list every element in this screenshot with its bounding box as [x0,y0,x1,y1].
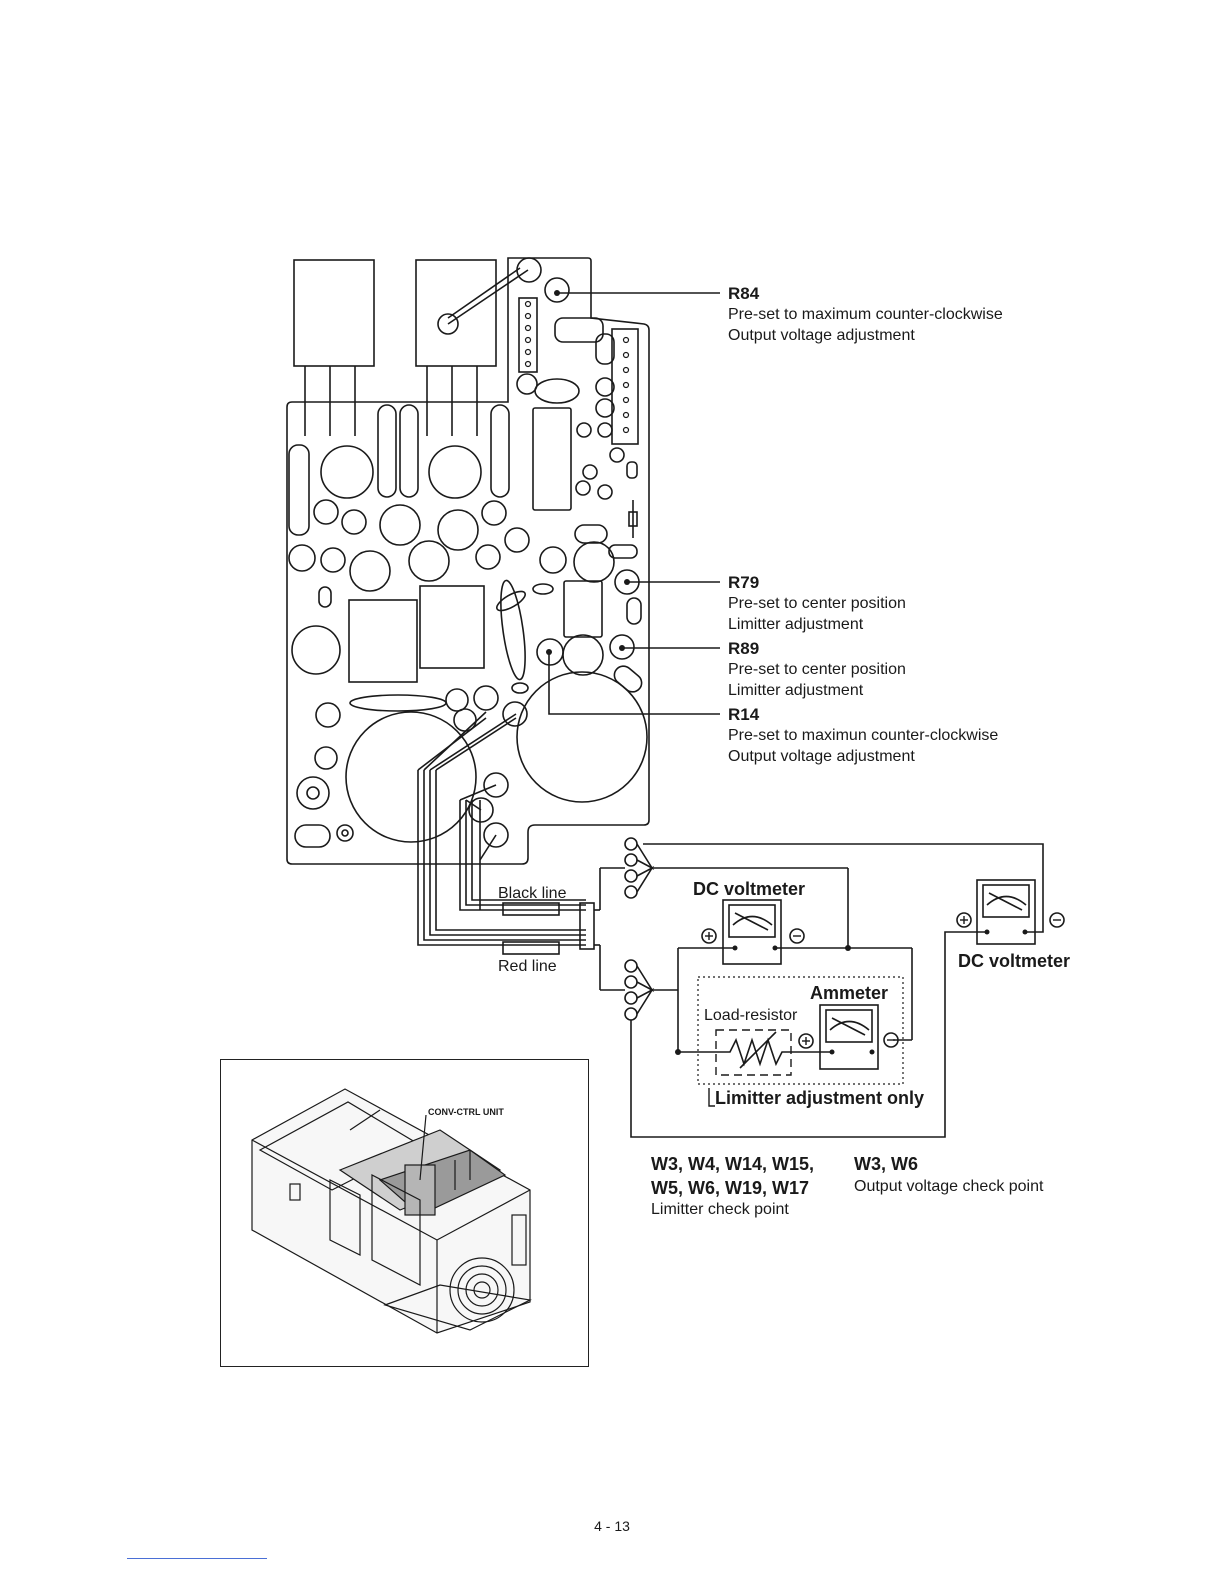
callout-r79: R79 Pre-set to center position Limitter … [728,572,906,635]
footer-link-line [127,1558,267,1559]
callout-r84: R84 Pre-set to maximum counter-clockwise… [728,283,1003,346]
black-line-fuse [502,902,560,916]
callout-line: Pre-set to maximun counter-clockwise [728,727,999,744]
callout-line: Pre-set to maximum counter-clockwise [728,306,1003,323]
limitter-caption: Limitter check point [651,1201,789,1218]
callout-line: Output voltage adjustment [728,327,915,344]
dc-voltmeter-1-label: DC voltmeter [693,879,806,899]
load-resistor-label: Load-resistor [704,1007,798,1024]
callout-r14: R14 Pre-set to maximun counter-clockwise… [728,704,998,767]
callout-line: Limitter adjustment [728,616,864,633]
dc-voltmeter-1-body [722,899,782,965]
callout-line: Pre-set to center position [728,661,906,678]
output-points: W3, W6 [854,1154,919,1174]
callout-id: R14 [728,705,760,724]
callout-line: Limitter adjustment [728,682,864,699]
chassis-drawing [251,1088,532,1334]
black-line-label: Black line [498,885,567,902]
output-caption: Output voltage check point [854,1178,1044,1195]
inset-frame [220,1059,589,1367]
callout-r89: R89 Pre-set to center position Limitter … [728,638,906,701]
limitter-only-label: Limitter adjustment only [715,1088,925,1108]
pcb-outline [286,257,650,865]
transistor-2 [415,259,497,367]
limitter-points-line1: W3, W4, W14, W15, [651,1154,815,1174]
ammeter-label: Ammeter [810,983,889,1003]
callout-id: R89 [728,639,760,658]
ic-2 [563,580,603,638]
red-line-fuse [502,941,560,955]
limitter-points-line2: W5, W6, W19, W17 [651,1178,810,1198]
ic-1 [532,407,572,511]
red-line-label: Red line [498,958,557,975]
dc-voltmeter-2-body [976,879,1036,945]
limitter-only-box [697,976,904,1085]
callout-line: Output voltage adjustment [728,748,915,765]
ammeter-body [819,1004,879,1070]
inset-title: CONV-CTRL UNIT [428,1107,504,1117]
dc-voltmeter-2-label: DC voltmeter [958,951,1071,971]
callout-id: R84 [728,284,760,303]
leader-r14 [548,652,720,715]
callout-id: R79 [728,573,760,592]
page-number: 4 - 13 [594,1518,630,1534]
transistor-1 [293,259,375,367]
callout-line: Pre-set to center position [728,595,906,612]
